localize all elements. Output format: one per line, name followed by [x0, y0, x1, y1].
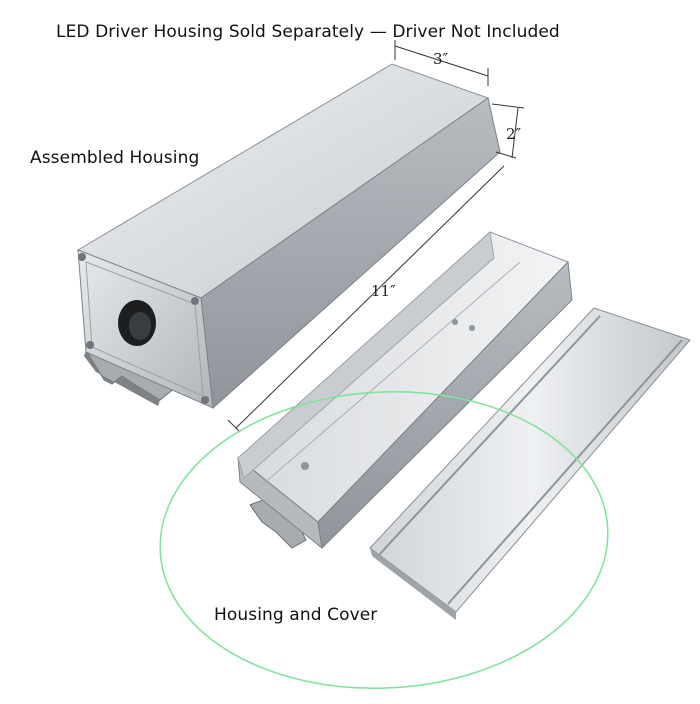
housing-and-cover-label: Housing and Cover: [214, 605, 378, 625]
highlight-ellipse: [159, 390, 609, 690]
page-title: LED Driver Housing Sold Separately — Dri…: [56, 22, 560, 42]
assembled-housing: [76, 63, 501, 410]
width-dimension-label: 3″: [433, 50, 449, 68]
cover-plate: [369, 307, 691, 620]
length-dimension-label: 11″: [371, 282, 396, 300]
open-housing: [237, 231, 573, 550]
dimension-lines: [227, 40, 525, 433]
height-dimension-label: 2″: [506, 125, 522, 143]
assembled-housing-label: Assembled Housing: [30, 148, 200, 168]
